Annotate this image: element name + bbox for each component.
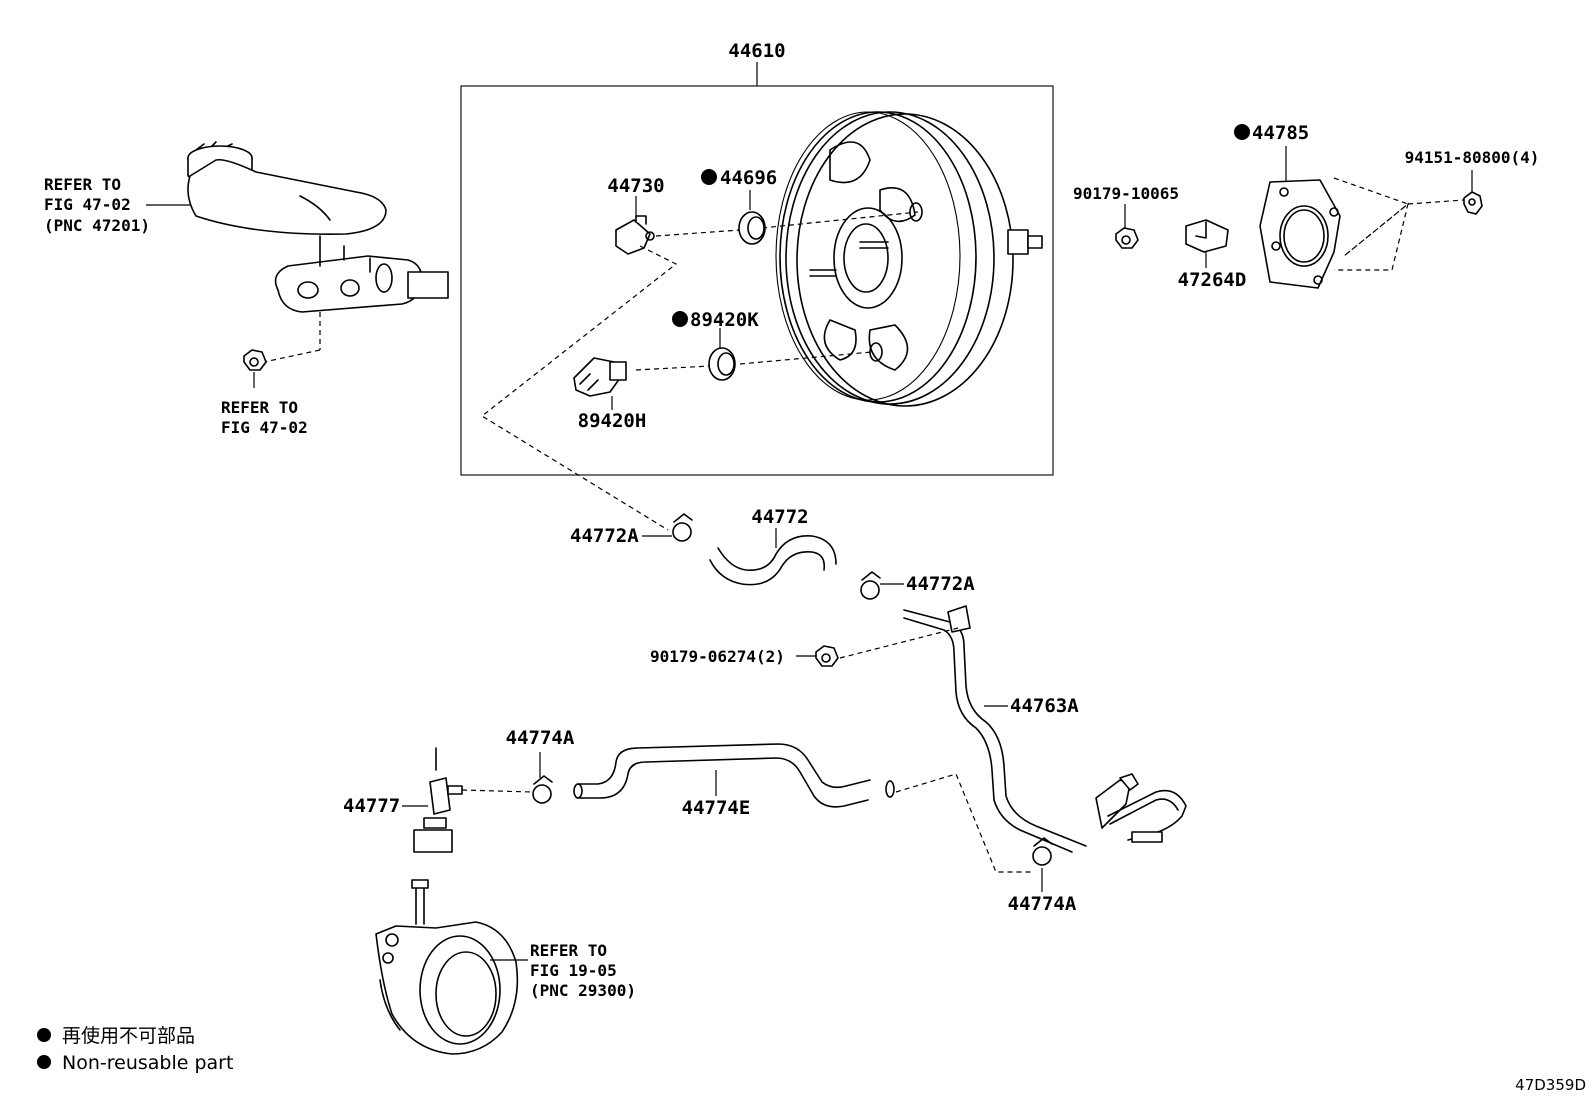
ref-master-cylinder-line3: (PNC 47201) bbox=[44, 216, 150, 235]
label-89420K[interactable]: 89420K bbox=[690, 309, 759, 331]
ref-master-cylinder-line2: FIG 47-02 bbox=[44, 195, 131, 214]
ref-mc-nut-line1: REFER TO bbox=[221, 398, 298, 417]
label-44763A[interactable]: 44763A bbox=[1010, 695, 1079, 717]
nut-90179-06274: 90179-06274(2) bbox=[650, 645, 839, 667]
bracket-47264D: 47264D bbox=[1178, 219, 1247, 291]
ref-master-cylinder-line1: REFER TO bbox=[44, 175, 121, 194]
label-44772A-right[interactable]: 44772A bbox=[906, 573, 975, 595]
clamp-44774A-top: 44774A bbox=[506, 727, 575, 804]
label-44785[interactable]: 44785 bbox=[1252, 122, 1309, 144]
non-reusable-mark-89420K bbox=[672, 311, 688, 327]
label-44777[interactable]: 44777 bbox=[343, 795, 400, 817]
clamp-44772A-right: 44772A bbox=[860, 571, 975, 600]
non-reusable-mark-44785 bbox=[1234, 124, 1250, 140]
legend: 再使用不可部品 Non-reusable part bbox=[37, 1025, 233, 1074]
label-94151-80800[interactable]: 94151-80800(4) bbox=[1405, 148, 1540, 167]
non-reusable-mark-44696 bbox=[701, 169, 717, 185]
label-44610[interactable]: 44610 bbox=[728, 40, 785, 62]
label-44772A-left[interactable]: 44772A bbox=[570, 525, 639, 547]
nut-94151-80800: 94151-80800(4) bbox=[1405, 148, 1540, 215]
nut-90179-10065: 90179-10065 bbox=[1073, 184, 1179, 249]
check-valve-44730: 44730 bbox=[607, 175, 665, 255]
label-44774A-bottom[interactable]: 44774A bbox=[1008, 893, 1077, 915]
label-89420H[interactable]: 89420H bbox=[578, 410, 647, 432]
label-44772[interactable]: 44772 bbox=[751, 506, 808, 528]
diagram-code: 47D359D bbox=[1515, 1076, 1586, 1094]
label-44730[interactable]: 44730 bbox=[607, 175, 664, 197]
booster-assembly-group: 44610 bbox=[460, 40, 1054, 476]
brake-booster-drawing bbox=[775, 111, 1043, 407]
pipe-44763A: 44763A bbox=[903, 605, 1187, 853]
ref-vacuum-pump-line2: FIG 19-05 bbox=[530, 961, 617, 980]
vacuum-pump-drawing bbox=[375, 879, 528, 1055]
label-47264D[interactable]: 47264D bbox=[1178, 269, 1247, 291]
label-90179-10065[interactable]: 90179-10065 bbox=[1073, 184, 1179, 203]
master-cylinder-drawing bbox=[187, 141, 449, 313]
ref-vacuum-pump-line1: REFER TO bbox=[530, 941, 607, 960]
hose-44772: 44772 bbox=[709, 506, 837, 586]
clamp-44774A-bottom: 44774A bbox=[1008, 837, 1077, 915]
label-90179-06274[interactable]: 90179-06274(2) bbox=[650, 647, 785, 666]
legend-text-en: Non-reusable part bbox=[62, 1052, 233, 1074]
sensor-89420H: 89420H bbox=[573, 357, 647, 432]
label-44774E[interactable]: 44774E bbox=[682, 797, 751, 819]
ref-vacuum-pump-line3: (PNC 29300) bbox=[530, 981, 636, 1000]
ref-mc-nut-line2: FIG 47-02 bbox=[221, 418, 308, 437]
label-44774A-top[interactable]: 44774A bbox=[506, 727, 575, 749]
legend-bullet-en bbox=[37, 1055, 51, 1069]
legend-bullet-jp bbox=[37, 1028, 51, 1042]
label-44696[interactable]: 44696 bbox=[720, 167, 777, 189]
nut-master-cylinder bbox=[243, 349, 267, 388]
legend-text-jp: 再使用不可部品 bbox=[62, 1025, 195, 1047]
hose-44774E: 44774E bbox=[573, 743, 895, 819]
gasket-44785: 44785 bbox=[1234, 122, 1341, 289]
grommet-44696: 44696 bbox=[701, 167, 777, 245]
grommet-89420K: 89420K bbox=[672, 309, 759, 381]
clamp-44772A-left: 44772A bbox=[570, 513, 693, 547]
valve-44777: 44777 bbox=[343, 747, 463, 853]
